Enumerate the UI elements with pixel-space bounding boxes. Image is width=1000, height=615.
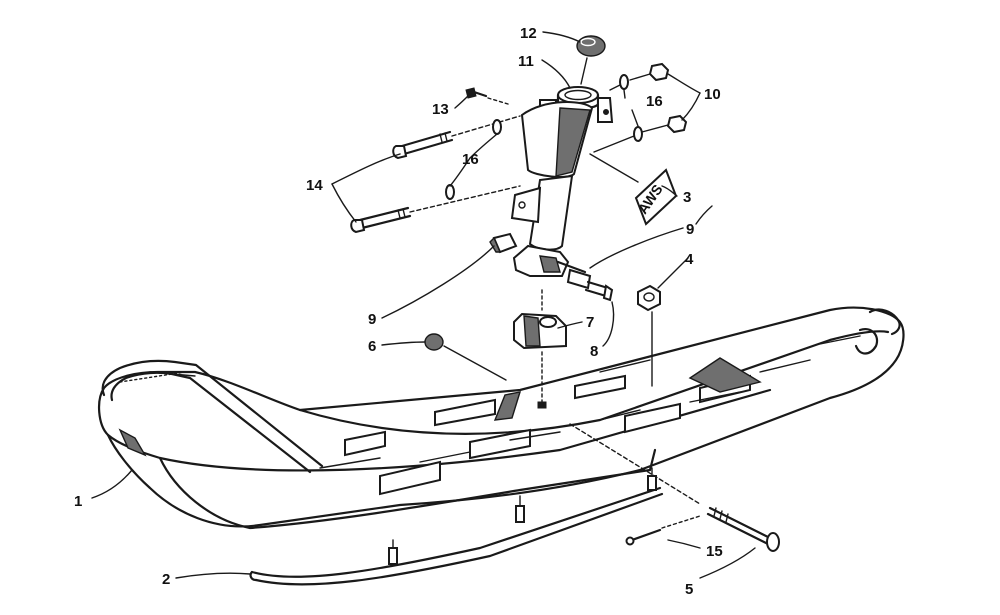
callout-5: 5: [685, 581, 693, 598]
ski-saddle: [513, 289, 567, 409]
callout-2: 2: [162, 571, 170, 588]
washer-right-lower: [633, 126, 643, 142]
spindle-cap: [576, 35, 606, 85]
callout-10: 10: [704, 86, 721, 103]
callout-15: 15: [706, 543, 723, 560]
through-bolt: [569, 423, 780, 552]
wear-bar-stud-2: [515, 505, 525, 523]
leader-lines: [91, 31, 756, 579]
ski-inner-shade-1: [493, 391, 522, 421]
callout-9-left: 9: [368, 311, 376, 328]
callout-9-right: 9: [686, 221, 694, 238]
spindle-assembly: [510, 86, 614, 277]
washer-right-upper: [619, 74, 629, 90]
callout-11: 11: [518, 53, 534, 70]
ski-body: [98, 306, 905, 530]
set-screw: [465, 87, 509, 105]
cotter-pin: [625, 515, 701, 546]
wear-bar: [249, 467, 664, 586]
callout-12: 12: [520, 25, 537, 42]
washer-left-lower: [445, 184, 455, 200]
callout-7: 7: [586, 314, 594, 331]
lock-nut-upper: [648, 62, 670, 82]
spindle-tube-shade: [555, 107, 591, 177]
callout-16-right: 16: [646, 93, 663, 110]
callout-3: 3: [683, 189, 691, 206]
callout-4: 4: [685, 251, 694, 268]
bushing-left-shade: [489, 236, 502, 253]
bushings: [489, 232, 592, 290]
callout-16-left: 16: [462, 151, 479, 168]
ski-inner-shade-3: [118, 428, 147, 457]
callouts: 1 2 3 4 5 6 7 8 9 9 10 11 12 13 14 15 16…: [74, 25, 723, 598]
pivot-bolt: [584, 280, 614, 302]
wear-bar-stud-3: [647, 475, 657, 491]
ski-inner-shade-2: [688, 357, 762, 393]
callout-8: 8: [590, 343, 598, 360]
washers: [445, 73, 669, 200]
spacer: [424, 333, 507, 381]
saddle-shade: [523, 315, 541, 347]
callout-13: 13: [432, 101, 449, 118]
callout-14: 14: [306, 177, 323, 194]
washer-left-upper: [492, 119, 502, 135]
callout-1: 1: [74, 493, 82, 510]
ski-handle: [101, 359, 324, 474]
decal: AWS: [589, 153, 678, 226]
spindle-yoke-shade: [539, 255, 561, 273]
bushing-right: [566, 268, 592, 290]
callout-6: 6: [368, 338, 376, 355]
saddle-nut: [637, 284, 661, 387]
wear-bar-stud-1: [388, 547, 398, 565]
